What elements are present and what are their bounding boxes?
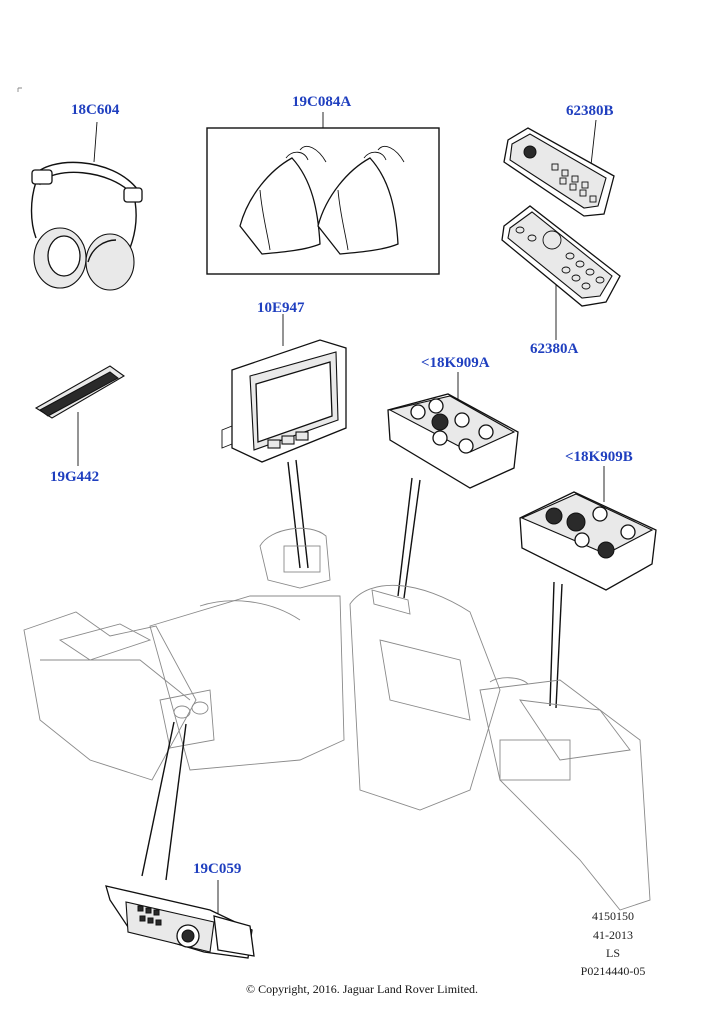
callout-headphones-18c604[interactable]: 18C604 bbox=[71, 102, 120, 118]
rear-interior-left-illustration bbox=[23, 527, 345, 881]
reference-line-1: 4150150 bbox=[592, 909, 634, 923]
remote-a-illustration bbox=[501, 205, 621, 340]
corner-mark bbox=[17, 87, 22, 92]
display-unit-illustration bbox=[221, 314, 347, 569]
connector-panel-illustration bbox=[105, 880, 255, 959]
callout-connector-panel-19c059[interactable]: 19C059 bbox=[193, 861, 242, 877]
callout-remote-62380b[interactable]: 62380B bbox=[566, 103, 614, 119]
copyright-notice: © Copyright, 2016. Jaguar Land Rover Lim… bbox=[245, 982, 479, 996]
switch-b-illustration bbox=[519, 466, 657, 709]
callout-display-unit-10e947[interactable]: 10E947 bbox=[257, 300, 305, 316]
callout-remote-62380a[interactable]: 62380A bbox=[530, 341, 579, 357]
reference-line-2: 41-2013 bbox=[593, 928, 633, 942]
switch-a-illustration bbox=[387, 372, 519, 599]
callout-switch-18k909a[interactable]: <18K909A bbox=[421, 355, 490, 371]
callout-storage-bags-19c084a[interactable]: 19C084A bbox=[292, 94, 352, 110]
headphones-illustration bbox=[30, 121, 143, 291]
remote-b-illustration bbox=[503, 119, 615, 217]
reference-line-4: P0214440-05 bbox=[580, 964, 646, 978]
rear-interior-right-illustration bbox=[349, 584, 651, 911]
bracket-illustration bbox=[34, 365, 126, 466]
storage-bags-illustration bbox=[206, 112, 440, 275]
callout-switch-18k909b[interactable]: <18K909B bbox=[565, 449, 633, 465]
reference-line-3: LS bbox=[605, 946, 620, 960]
callout-bracket-19g442[interactable]: 19G442 bbox=[50, 469, 100, 485]
